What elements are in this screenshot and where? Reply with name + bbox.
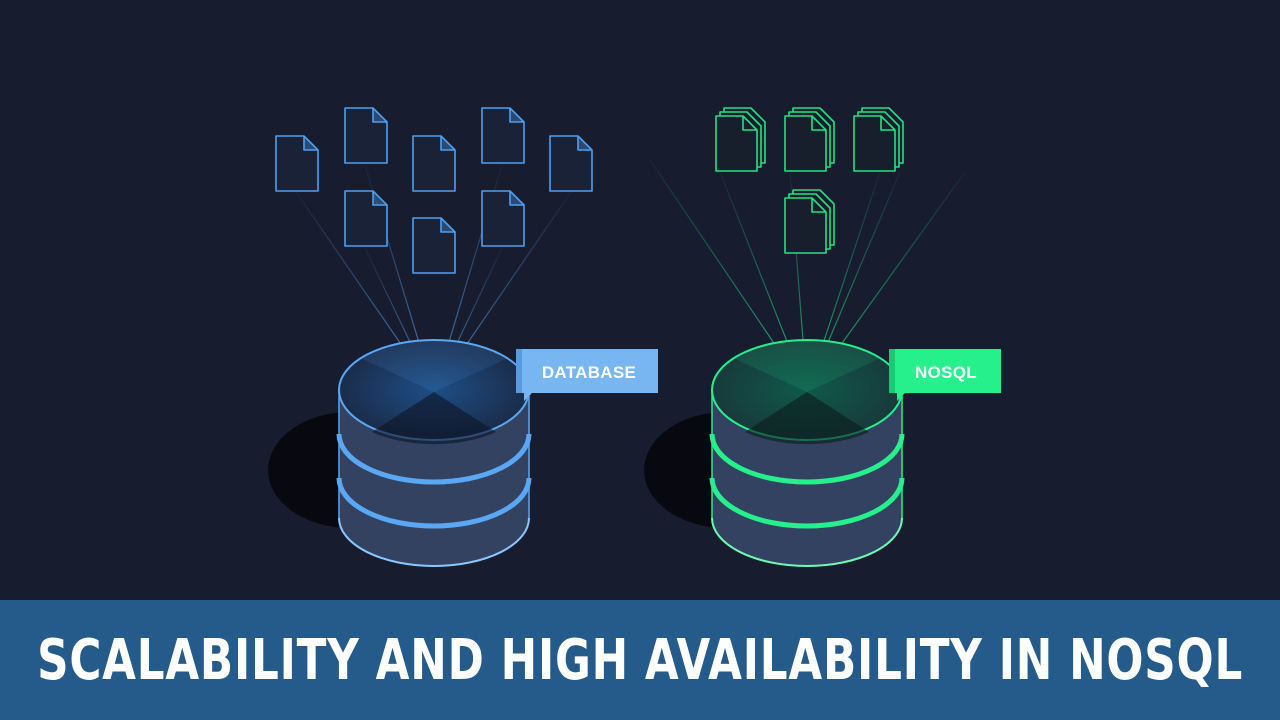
stacked-files-icon [853, 107, 904, 172]
file-icon [549, 135, 593, 192]
database-group: DATABASE [268, 107, 658, 567]
stacked-files-icon [784, 107, 835, 172]
stacked-files-icon [715, 107, 766, 172]
database-label: DATABASE [542, 363, 636, 382]
nosql-tag: NOSQL [889, 349, 1001, 401]
nosql-group: NOSQL [644, 107, 1001, 567]
file-icon [412, 135, 456, 192]
database-cylinder-icon [336, 339, 532, 567]
file-icon [412, 217, 456, 274]
title-banner: SCALABILITY AND HIGH AVAILABILITY IN NOS… [0, 600, 1280, 720]
stacked-files-icon [784, 189, 835, 254]
file-icon [344, 190, 388, 247]
file-icon [275, 135, 319, 192]
database-comparison-diagram: DATABASE [268, 107, 1001, 567]
database-tag: DATABASE [516, 349, 658, 401]
illustration: DATABASE [268, 107, 1001, 567]
nosql-label: NOSQL [915, 363, 977, 382]
file-icon [344, 107, 388, 164]
database-documents [275, 107, 593, 274]
file-icon [481, 190, 525, 247]
file-icon [481, 107, 525, 164]
nosql-documents [715, 107, 904, 254]
nosql-cylinder-icon [709, 339, 905, 567]
banner-title: SCALABILITY AND HIGH AVAILABILITY IN NOS… [36, 627, 1244, 693]
